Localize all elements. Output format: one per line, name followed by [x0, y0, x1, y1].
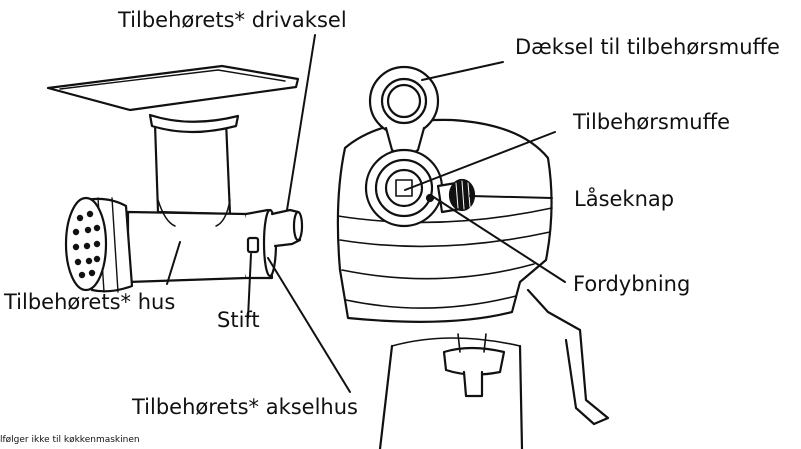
- attachment-hub: [364, 148, 444, 228]
- label-shaft-housing: Tilbehørets* akselhus: [132, 395, 358, 419]
- leader-lines: [166, 34, 566, 393]
- mixer-head: [336, 118, 553, 323]
- label-drive-shaft: Tilbehørets* drivaksel: [118, 8, 347, 32]
- footnote: lfølger ikke til køkkenmaskinen: [0, 435, 140, 445]
- label-hub: Tilbehørsmuffe: [573, 110, 730, 134]
- grinder-pin: [246, 236, 260, 254]
- grinder-housing: [126, 210, 252, 284]
- bowl-lift-lever: [526, 288, 610, 426]
- locking-knob: [436, 178, 476, 214]
- hub-cover: [368, 65, 440, 137]
- mixer-head-illustration: [336, 65, 610, 449]
- label-housing: Tilbehørets* hus: [4, 290, 176, 314]
- label-hub-cover: Dæksel til tilbehørsmuffe: [515, 35, 780, 59]
- label-lock-knob: Låseknap: [574, 187, 675, 211]
- label-notch: Fordybning: [573, 272, 691, 296]
- label-pin: Stift: [217, 308, 260, 332]
- grinder-hopper: [46, 64, 300, 112]
- grinder-neck: [153, 119, 232, 216]
- mixer-column: [378, 344, 524, 449]
